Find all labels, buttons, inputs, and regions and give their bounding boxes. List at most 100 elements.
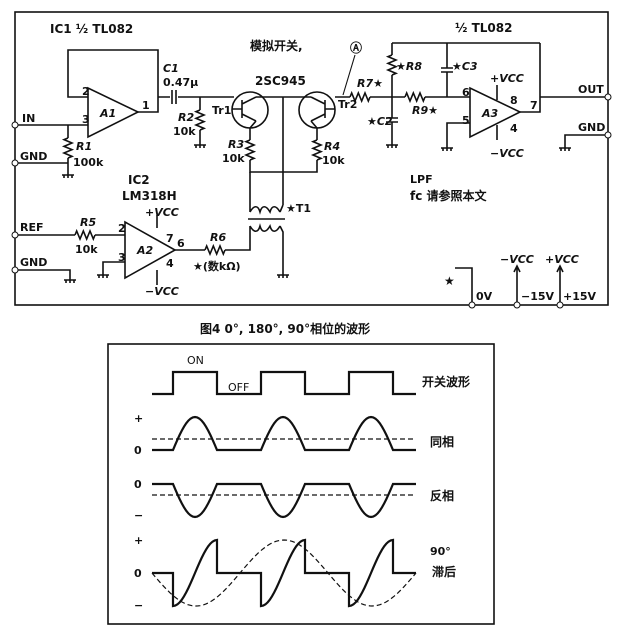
reference-sine — [151, 539, 417, 607]
out-terminal[interactable] — [604, 93, 612, 101]
tr1-symbol — [232, 96, 257, 122]
c3-label: ★C3 — [452, 60, 478, 73]
a3-label: A3 — [481, 107, 499, 120]
lag-label-2: 滞后 — [432, 564, 456, 579]
tr1-label: Tr1 — [212, 104, 231, 117]
waveform-frame — [107, 343, 495, 625]
r6-value: ★(数kΩ) — [193, 259, 241, 273]
ic1-label: IC1 ½ TL082 — [50, 22, 133, 36]
gnd-out-label: GND — [578, 121, 605, 134]
tr2-symbol — [310, 96, 335, 122]
gnd-terminal[interactable] — [11, 159, 19, 167]
opamp-a2 — [124, 220, 177, 280]
neg15-terminal[interactable] — [513, 301, 521, 309]
r5-label: R5 — [80, 216, 96, 229]
capacitor — [386, 117, 398, 123]
marker-pointer — [342, 54, 356, 96]
transistor-tr1 — [231, 91, 269, 129]
resistor — [310, 139, 324, 161]
c2-label: ★C2 — [367, 115, 393, 128]
point-a-marker: Ⓐ — [350, 40, 362, 55]
circuit-labels: IC1 ½ TL082 IC2 LM318H ½ TL082 模拟开关, 2SC… — [20, 21, 605, 303]
transformer-secondary — [175, 223, 284, 275]
resistor — [61, 137, 75, 159]
pin-label: 7 — [530, 99, 538, 112]
gnd-label: GND — [20, 150, 47, 163]
lag-label-1: 90° — [430, 545, 451, 558]
resistor — [243, 139, 257, 161]
switch-waveform — [152, 370, 416, 396]
wire — [446, 43, 605, 148]
a2-nvcc: −VCC — [145, 285, 179, 298]
resistor — [404, 90, 426, 104]
r2-value: 10k — [173, 125, 196, 138]
pos15-label: +15V — [563, 290, 597, 303]
pin-label: 3 — [82, 113, 90, 126]
r5-value: 10k — [75, 243, 98, 256]
circuit-frame — [14, 11, 609, 306]
c1-value: 0.47μ — [163, 76, 198, 89]
ic2-label: IC2 — [128, 173, 150, 187]
pin-label: 6 — [462, 86, 470, 99]
a3-pvcc: +VCC — [490, 72, 524, 85]
axis-minus: − — [134, 509, 143, 522]
lpf-label: LPF — [410, 173, 433, 186]
r8-label: ★R8 — [396, 60, 422, 73]
on-label: ON — [187, 354, 204, 367]
pin-label: 5 — [462, 114, 470, 127]
gnd2-label: GND — [20, 256, 47, 269]
neg15-label: −15V — [521, 290, 555, 303]
gnd2-terminal[interactable] — [11, 266, 19, 274]
r4-value: 10k — [322, 154, 345, 167]
gnd-out-terminal[interactable] — [604, 131, 612, 139]
resistor — [349, 90, 371, 104]
ground-icon — [277, 274, 289, 278]
figure-title: 图4 0°, 180°, 90°相位的波形 — [200, 321, 370, 336]
generated-wiring — [15, 42, 605, 302]
ic2-part: LM318H — [122, 189, 177, 203]
r7-label: R7★ — [357, 77, 383, 90]
pin-label: 2 — [118, 222, 126, 235]
zero-v-terminal[interactable] — [468, 301, 476, 309]
ground-icon — [97, 274, 109, 278]
ground-icon — [64, 279, 76, 283]
pin-label: 2 — [82, 85, 90, 98]
opamp-a1 — [87, 86, 140, 139]
transformer-primary — [249, 172, 284, 215]
ref-terminal[interactable] — [11, 231, 19, 239]
switch-wave-label: 开关波形 — [422, 374, 470, 389]
wire — [15, 49, 234, 126]
ground-icon — [441, 147, 453, 151]
power-star: ★ — [444, 274, 455, 288]
wire — [15, 125, 69, 175]
in-label: IN — [22, 112, 35, 125]
pos15-terminal[interactable] — [556, 301, 564, 309]
r1-label: R1 — [76, 140, 92, 153]
ref-label: REF — [20, 221, 44, 234]
wire — [15, 215, 158, 285]
r6-label: R6 — [210, 231, 226, 244]
resistor — [74, 228, 96, 242]
out-label: OUT — [578, 83, 604, 96]
pos-vcc-label: +VCC — [545, 253, 579, 266]
terminals — [11, 93, 612, 309]
wire — [249, 96, 318, 172]
pin-label: 7 — [166, 232, 174, 245]
off-label: OFF — [228, 381, 249, 394]
ground-icon — [194, 144, 206, 148]
tr2-label: Tr2 — [338, 98, 357, 111]
in-terminal[interactable] — [11, 121, 19, 129]
transistor-tr2 — [298, 91, 336, 129]
antiphase-waveform — [152, 482, 416, 519]
r9-label: R9★ — [412, 104, 438, 117]
waveform-labels: ON OFF 开关波形 同相 反相 90° 滞后 + 0 0 − + 0 − — [134, 354, 470, 612]
antiphase-label: 反相 — [430, 488, 454, 503]
a3-nvcc: −VCC — [490, 147, 524, 160]
wire — [455, 264, 564, 302]
ic3-label: ½ TL082 — [455, 21, 512, 35]
capacitor-c1 — [171, 90, 177, 104]
a2-pvcc: +VCC — [145, 206, 179, 219]
c1-label: C1 — [163, 62, 179, 75]
axis-zero: 0 — [134, 567, 142, 580]
